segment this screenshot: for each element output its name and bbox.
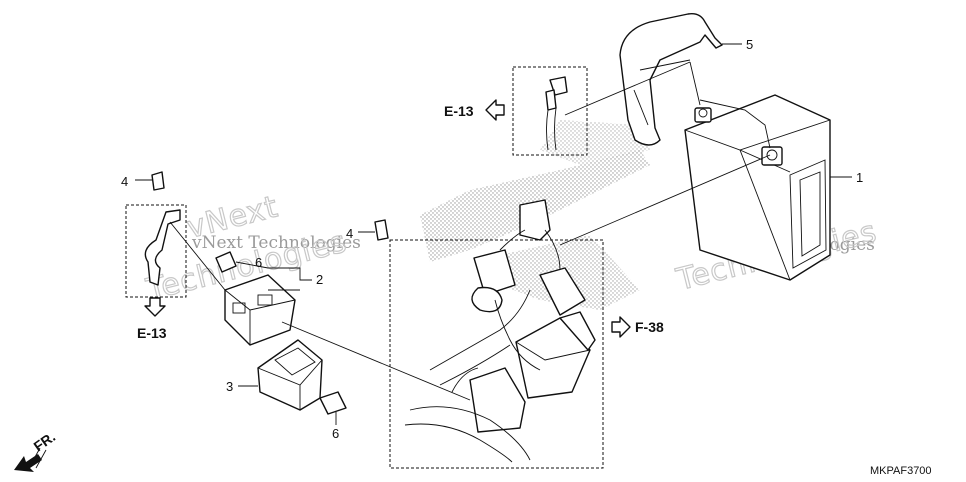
callout-6-top: 6 xyxy=(255,255,262,270)
battery-strap xyxy=(619,12,723,146)
reference-arrows xyxy=(14,99,631,472)
callout-4-left: 4 xyxy=(121,174,128,189)
watermark-small-1: vNext Technologies xyxy=(191,233,361,253)
negative-cable-group xyxy=(512,66,588,156)
e13-left-arrow-icon xyxy=(144,297,166,317)
ref-e13-left: E-13 xyxy=(137,325,167,341)
fuse-box-group xyxy=(125,171,347,415)
f38-arrow-icon xyxy=(611,316,631,338)
callout-1: 1 xyxy=(856,170,863,185)
harness-assembly xyxy=(374,199,604,469)
ref-front: FR. xyxy=(31,428,59,454)
callout-2: 2 xyxy=(316,272,323,287)
callout-4-center: 4 xyxy=(346,226,353,241)
front-arrow-icon xyxy=(14,454,42,472)
callout-6-bottom: 6 xyxy=(332,426,339,441)
ref-e13-top: E-13 xyxy=(444,103,474,119)
battery xyxy=(684,94,831,281)
e13-top-arrow-icon xyxy=(485,99,505,121)
leader-lines xyxy=(135,43,852,425)
diagram-code: MKPAF3700 xyxy=(870,465,932,477)
ref-f38: F-38 xyxy=(635,319,664,335)
callout-3: 3 xyxy=(226,379,233,394)
callout-5: 5 xyxy=(746,37,753,52)
